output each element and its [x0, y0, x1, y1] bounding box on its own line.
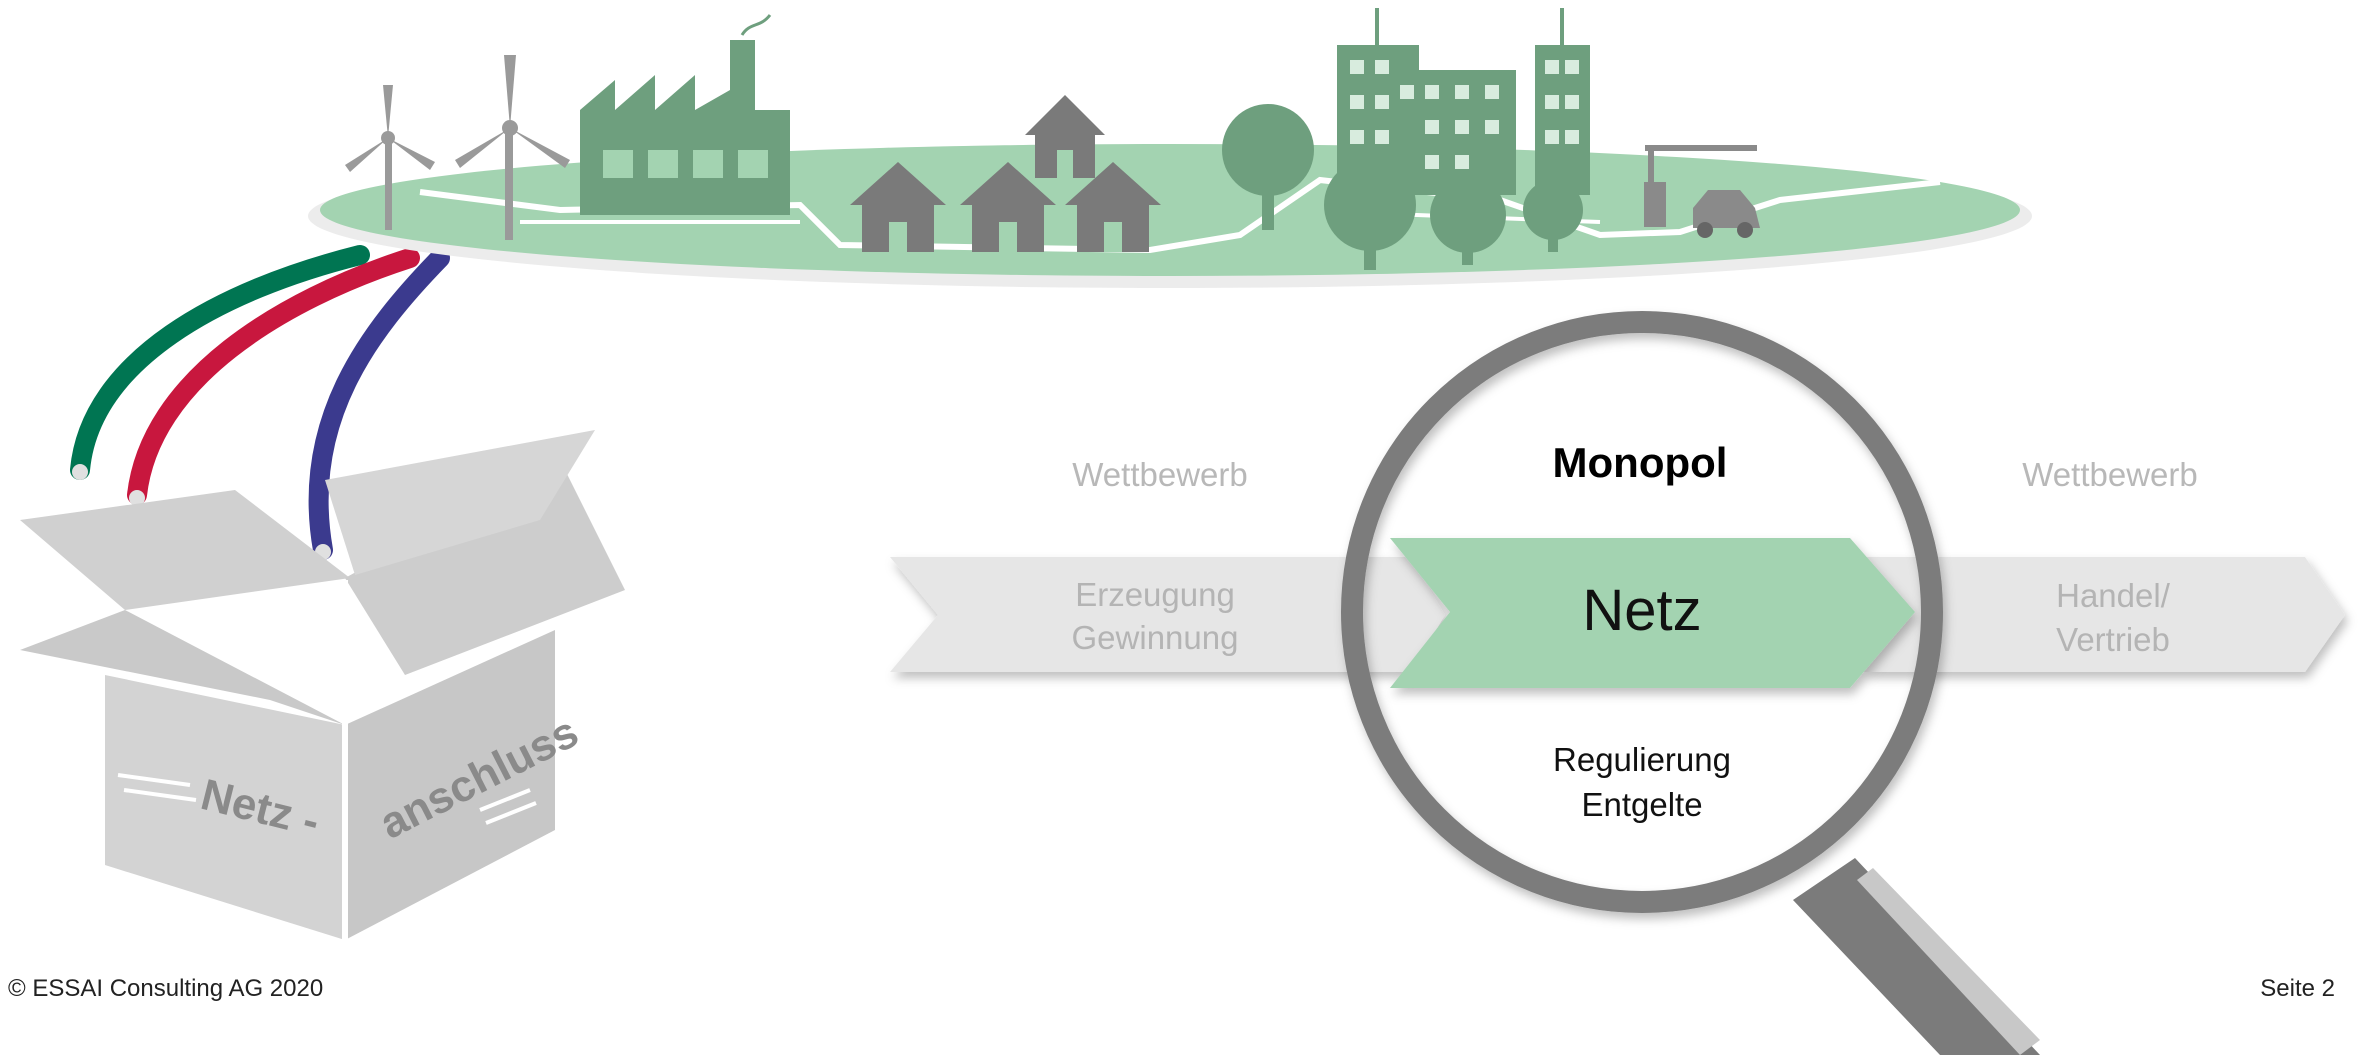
- copyright-text: © ESSAI Consulting AG 2020: [8, 975, 324, 1002]
- magnifier-icon: [1341, 311, 2040, 1055]
- step-erzeugung-line1: Erzeugung: [1075, 576, 1235, 613]
- step-arrow-netz: [1390, 538, 1915, 688]
- market-label-center: Monopol: [1552, 439, 1728, 486]
- step-arrow-handel: [1862, 557, 2345, 672]
- step-handel-line1: Handel/: [2056, 577, 2170, 614]
- step-arrow-erzeugung: [890, 557, 1445, 672]
- city-ground: [308, 144, 2032, 288]
- step-erzeugung-line2: Gewinnung: [1071, 619, 1239, 656]
- box-icon: [20, 430, 625, 945]
- house-icon: [1065, 162, 1161, 252]
- tree-icon: [1222, 104, 1314, 230]
- house-icon: [850, 162, 946, 252]
- ev-charging-icon: [1644, 145, 1760, 238]
- house-icon: [960, 162, 1056, 252]
- wind-turbine-icon: [345, 85, 435, 230]
- house-icon: [1025, 95, 1105, 178]
- cable-green: [70, 245, 370, 480]
- step-netz-label: Netz: [1582, 578, 1702, 643]
- tree-icon: [1430, 177, 1506, 265]
- step-handel-line2: Vertrieb: [2056, 621, 2170, 658]
- factory-icon: [580, 14, 790, 215]
- office-building-icon: [1337, 8, 1590, 195]
- center-note-line2: Entgelte: [1581, 786, 1703, 823]
- center-note-line1: Regulierung: [1553, 741, 1731, 778]
- market-label-right: Wettbewerb: [2022, 456, 2198, 493]
- page-number: Seite 2: [2260, 975, 2335, 1002]
- wind-turbine-icon: [455, 55, 570, 240]
- cable-red: [127, 248, 420, 506]
- market-label-left: Wettbewerb: [1072, 456, 1248, 493]
